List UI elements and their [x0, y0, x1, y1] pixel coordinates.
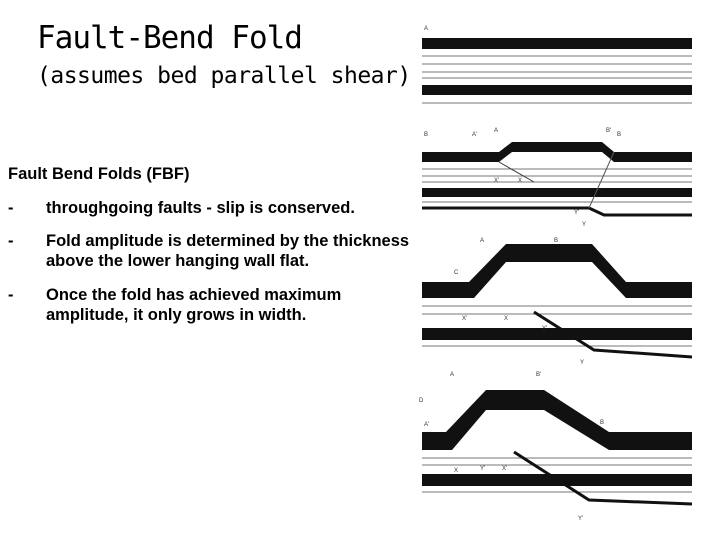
point-label: X': [494, 178, 499, 184]
point-label: A: [480, 238, 484, 244]
bullet-text: throughgoing faults - slip is conserved.: [46, 199, 355, 217]
panel-b: [422, 142, 692, 217]
fault-trace: [422, 206, 692, 217]
section-heading: Fault Bend Folds (FBF): [8, 165, 190, 183]
panel-a: [422, 38, 692, 104]
point-label: A: [494, 128, 498, 134]
axial-line: [588, 151, 615, 209]
point-label: Y': [578, 516, 583, 522]
point-label: B: [600, 420, 604, 426]
point-label: B: [617, 132, 621, 138]
bed-dark: [422, 85, 692, 95]
bullet-text: Once the fold has achieved maximum ampli…: [46, 286, 342, 324]
bed-dark: [422, 188, 692, 197]
point-label: X: [518, 178, 522, 184]
point-label: X: [504, 316, 508, 322]
point-label: Y: [582, 222, 586, 228]
bullet-marker: -: [8, 286, 14, 304]
bullet-marker: -: [8, 199, 14, 217]
point-label: A: [450, 372, 454, 378]
point-label: B: [554, 238, 558, 244]
bed-dark: [422, 244, 692, 298]
point-label: B': [536, 372, 541, 378]
bed-dark: [422, 390, 692, 450]
panel-label: D: [419, 398, 424, 404]
fault-bend-fold-figure: A B C D A' A B' B X' X Y' Y A B X' X Y' …: [419, 26, 693, 522]
bed-dark: [422, 328, 692, 340]
panel-label: C: [454, 270, 459, 276]
point-label: Y': [574, 210, 579, 216]
point-label: X': [462, 316, 467, 322]
point-label: Y': [480, 466, 485, 472]
point-label: Y: [580, 360, 584, 366]
point-label: B': [606, 128, 611, 134]
point-label: A': [472, 132, 477, 138]
panel-label: A: [424, 26, 428, 32]
bed-dark: [422, 38, 692, 49]
point-label: X': [502, 466, 507, 472]
point-label: A': [424, 422, 429, 428]
fault-trace: [533, 310, 693, 359]
fault-trace: [513, 450, 693, 506]
bed-dark: [422, 142, 692, 162]
slide-title: Fault-Bend Fold: [37, 20, 303, 56]
slide-subtitle: (assumes bed parallel shear): [37, 63, 411, 89]
panel-label: B: [424, 132, 428, 138]
point-label: Y': [542, 326, 547, 332]
panel-c: [422, 244, 693, 359]
panel-d: [422, 390, 693, 506]
bullet-marker: -: [8, 232, 14, 250]
bullet-text: Fold amplitude is determined by the thic…: [46, 232, 410, 270]
point-label: X: [454, 468, 458, 474]
fault-ramp: [498, 161, 535, 183]
